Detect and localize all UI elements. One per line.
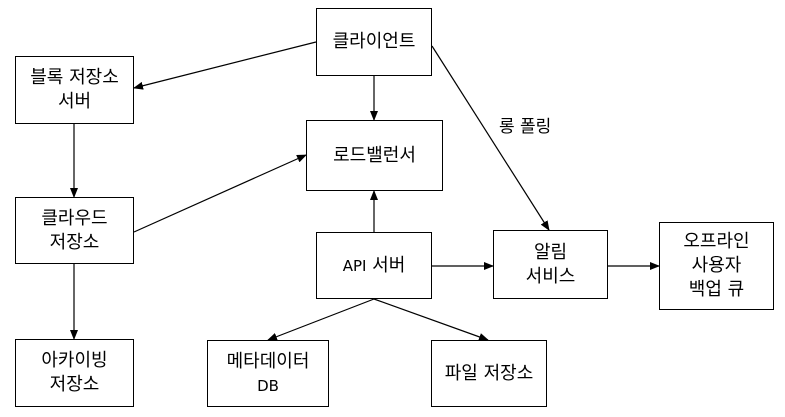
- notification-label-line-1: 알림: [533, 241, 568, 263]
- edge-cloud-storage-to-load-balancer: [133, 154, 307, 233]
- archiving-label-line-1: 아카이빙: [41, 350, 108, 371]
- client-node: 클라이언트: [316, 8, 432, 76]
- notification-service-node: 알림 서비스: [493, 230, 608, 299]
- metadata-db-node: 메타데이터 DB: [207, 340, 329, 407]
- metadata-db-label-line-1: 메타데이터: [226, 350, 310, 372]
- file-storage-node: 파일 저장소: [431, 340, 547, 407]
- edge-api-server-to-file-storage: [373, 298, 489, 341]
- cloud-storage-label-line-2: 저장소: [49, 231, 100, 253]
- offline-queue-label-line-2: 사용자: [691, 255, 742, 276]
- api-server-label-rest: 서버: [366, 254, 406, 276]
- block-server-label-line-1: 블록 저장소: [30, 67, 119, 88]
- file-storage-label: 파일 저장소: [444, 362, 534, 384]
- cloud-storage-label-line-1: 클라우드: [41, 207, 108, 229]
- notification-label-line-2: 서비스: [525, 265, 576, 287]
- archiving-storage-node: 아카이빙 저장소: [15, 339, 134, 407]
- block-server-node: 블록 저장소 서버: [15, 56, 134, 124]
- block-server-label-line-2: 서버: [57, 91, 92, 112]
- load-balancer-label: 로드밸런서: [333, 144, 416, 166]
- edge-client-to-notification: [431, 45, 550, 231]
- metadata-db-label-line-2: DB: [257, 376, 279, 395]
- archiving-label-line-2: 저장소: [49, 374, 100, 395]
- load-balancer-node: 로드밸런서: [306, 120, 443, 191]
- api-server-label: API 서버: [343, 254, 406, 278]
- api-server-node: API 서버: [316, 232, 432, 299]
- offline-queue-node: 오프라인 사용자 백업 큐: [659, 222, 774, 310]
- cloud-storage-node: 클라우드 저장소: [15, 197, 134, 264]
- long-polling-label: 롱 폴링: [499, 117, 552, 137]
- offline-queue-label-line-3: 백업 큐: [688, 279, 745, 300]
- offline-queue-label-line-1: 오프라인: [683, 231, 750, 252]
- client-label: 클라이언트: [332, 31, 416, 52]
- edge-api-server-to-metadata-db: [267, 298, 375, 341]
- edge-client-to-block-server: [133, 41, 317, 90]
- api-server-label-prefix: API: [342, 256, 367, 275]
